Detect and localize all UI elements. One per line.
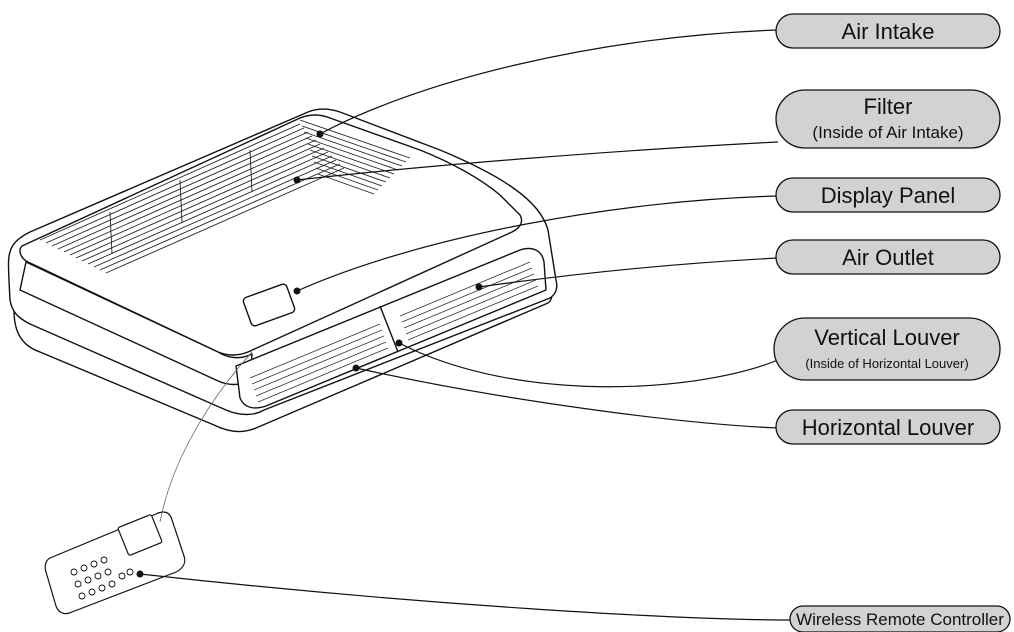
remote-screen	[117, 514, 163, 556]
display-window	[242, 283, 296, 327]
remote-controller	[44, 511, 186, 615]
label-pills	[773, 13, 1011, 632]
dot-air-outlet	[475, 283, 483, 291]
pill-display-panel	[775, 177, 1001, 213]
label-vertical-louver: Vertical Louver	[814, 325, 960, 350]
label-horizontal-louver: Horizontal Louver	[802, 415, 974, 440]
leader-display-panel	[296, 195, 779, 292]
label-air-intake: Air Intake	[842, 19, 935, 44]
leader-horizontal-louver	[355, 367, 779, 429]
leader-filter	[296, 141, 779, 181]
label-wireless-remote-controller: Wireless Remote Controller	[796, 610, 1004, 629]
label-air-outlet: Air Outlet	[842, 245, 934, 270]
leader-air-intake	[319, 29, 779, 135]
dot-vertical-louver	[395, 339, 403, 347]
louver-divider	[379, 305, 399, 353]
louver-slats	[249, 261, 539, 403]
dot-filter	[293, 176, 301, 184]
pill-air-outlet	[775, 239, 1001, 275]
pill-horizontal-louver	[775, 409, 1001, 445]
label-filter-note: (Inside of Air Intake)	[812, 123, 963, 142]
louver-housing	[235, 247, 547, 409]
remote-body	[44, 511, 186, 615]
dot-horizontal-louver	[352, 364, 360, 372]
label-texts: Air Intake Filter (Inside of Air Intake)…	[796, 19, 1004, 629]
leader-vertical-louver	[398, 342, 779, 388]
dot-air-intake	[316, 130, 324, 138]
dot-display-panel	[293, 287, 301, 295]
label-filter: Filter	[864, 94, 913, 119]
pill-wireless-remote-controller	[789, 605, 1011, 632]
air-conditioner-unit	[7, 108, 558, 433]
remote-buttons	[70, 556, 134, 600]
leader-remote	[139, 573, 793, 621]
pill-vertical-louver	[773, 317, 1001, 381]
label-display-panel: Display Panel	[821, 183, 956, 208]
pill-air-intake	[775, 13, 1001, 49]
unit-top-panel	[19, 114, 523, 356]
remote-signal-line	[159, 351, 253, 523]
leader-air-outlet	[478, 257, 779, 288]
dot-remote	[136, 570, 144, 578]
leader-dots	[136, 130, 483, 578]
leader-lines	[139, 29, 793, 621]
pill-filter	[775, 89, 1001, 149]
label-vertical-louver-note: (Inside of Horizontal Louver)	[805, 356, 968, 371]
intake-grille	[39, 119, 411, 274]
